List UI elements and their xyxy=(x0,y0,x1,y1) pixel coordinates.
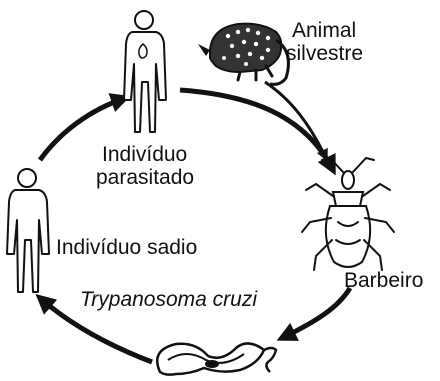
label-infected-line1: Indivíduo xyxy=(102,143,187,167)
label-animal-line2: silvestre xyxy=(286,42,363,66)
trypanosome-icon xyxy=(157,343,276,374)
label-animal-line1: Animal xyxy=(292,19,356,43)
label-trypanosoma: Trypanosoma cruzi xyxy=(80,288,257,312)
kissing-bug-icon xyxy=(302,158,394,270)
label-barbeiro: Barbeiro xyxy=(344,269,423,293)
arrow-bug-to-parasite xyxy=(282,288,350,338)
opossum-icon xyxy=(198,24,288,85)
infected-person-icon xyxy=(124,11,166,132)
healthy-person-icon xyxy=(7,169,49,292)
label-infected-line2: parasitado xyxy=(96,166,194,190)
label-healthy: Indivíduo sadio xyxy=(56,236,197,260)
